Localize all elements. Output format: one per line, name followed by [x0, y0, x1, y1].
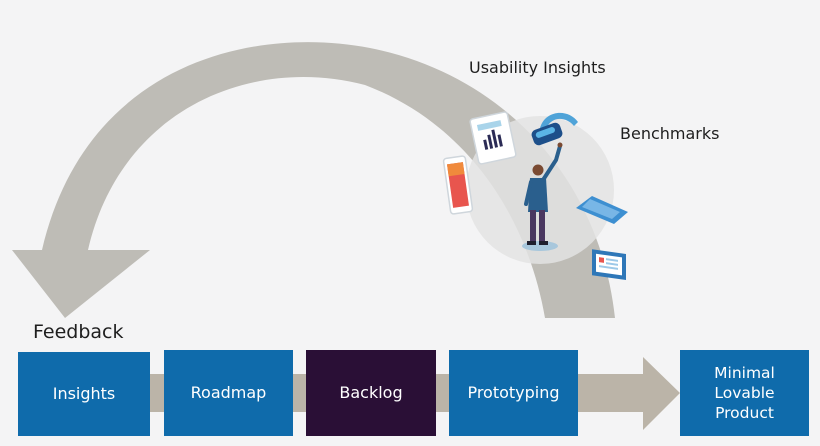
step-prototyping: Prototyping: [449, 350, 578, 436]
benchmarks-label: Benchmarks: [620, 124, 720, 143]
tablet-chart-icon: [469, 111, 517, 165]
step-mlp-label: Minimal Lovable Product: [714, 364, 775, 422]
step-insights-label: Insights: [52, 384, 116, 403]
vr-headset-icon: [531, 112, 578, 146]
step-prototyping-label: Prototyping: [467, 383, 560, 402]
step-minimal-lovable-product: Minimal Lovable Product: [680, 350, 809, 436]
step-insights: Insights: [18, 352, 150, 436]
person-figure-icon: [524, 142, 563, 245]
step-backlog: Backlog: [306, 350, 436, 436]
feedback-label: Feedback: [33, 321, 124, 343]
laptop-icon: [576, 196, 628, 280]
feedback-curved-arrow: [12, 42, 615, 319]
step-roadmap-label: Roadmap: [190, 383, 267, 402]
step-roadmap: Roadmap: [164, 350, 293, 436]
smartphone-icon: [442, 155, 474, 215]
step-backlog-label: Backlog: [339, 383, 403, 402]
illustration: [442, 111, 628, 280]
usability-insights-label: Usability Insights: [469, 58, 606, 77]
